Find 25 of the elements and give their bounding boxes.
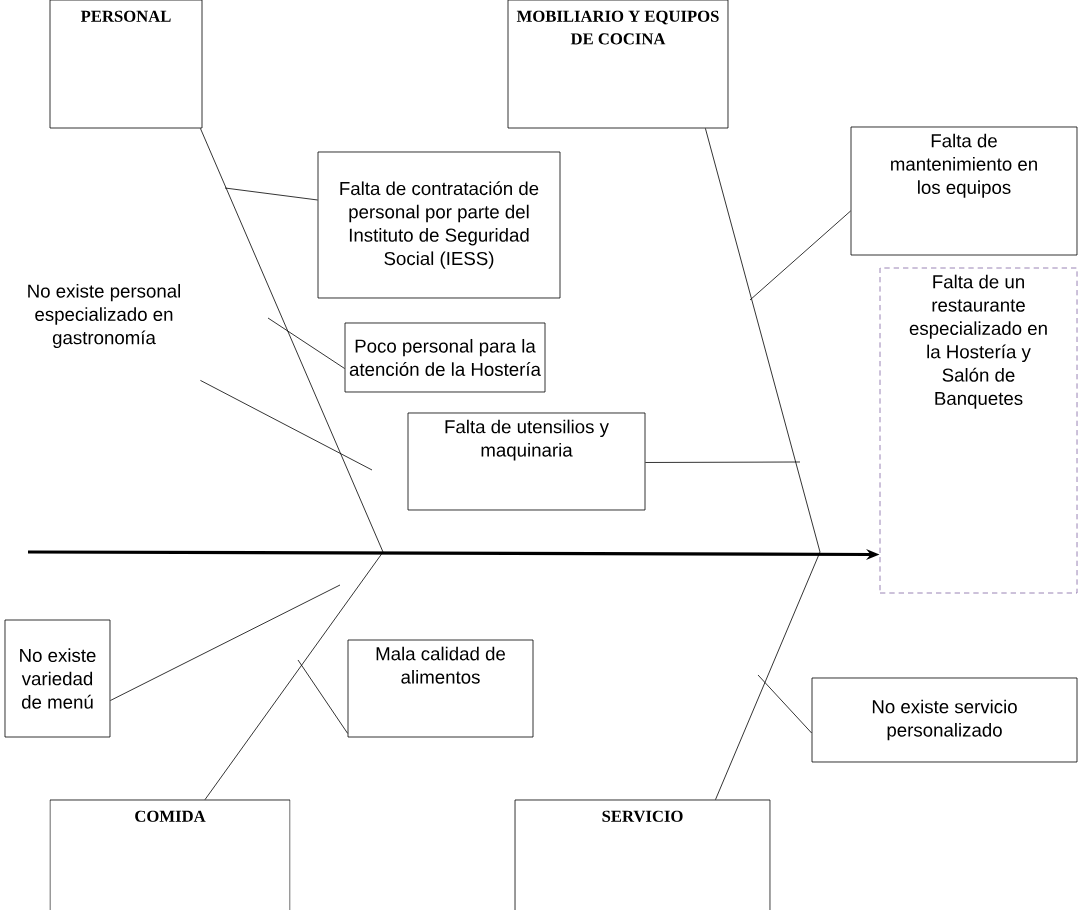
branch-line [200,380,373,471]
branch-line [297,659,348,734]
bone-line [200,128,384,553]
branch-line [110,584,341,701]
cause-box: No existe servicio personalizado [811,677,1078,763]
cause-box: Mala calidad de alimentos [347,639,534,738]
cause-box: No existe variedad de menú [4,619,111,738]
cause-box: Falta de mantenimiento en los equipos [850,126,1078,256]
bone-line [204,551,384,800]
branch-line [224,187,318,201]
bone-line [715,551,821,800]
category-box: PERSONAL [49,0,203,129]
cause-box: Falta de contratación de personal por parte del Instituto de Seguridad Social (IESS) [317,151,561,299]
cause-text: No existe personal especializado en gastronomía [28,283,181,349]
category-box: SERVICIO [514,799,771,910]
branch-line [757,674,812,734]
branch-line [267,317,345,369]
bone-line [705,128,821,553]
category-box: MOBILIARIO Y EQUIPOS DE COCINA [507,0,729,129]
effect-box: Falta de un restaurante especializado en la Hostería y Salón de Banquetes [879,267,1078,594]
category-box: COMIDA [49,799,291,910]
branch-line [645,461,801,463]
cause-box: Falta de utensilios y maquinaria [407,412,646,511]
cause-box: Poco personal para la atención de la Hostería [344,322,546,393]
branch-line [749,210,851,301]
